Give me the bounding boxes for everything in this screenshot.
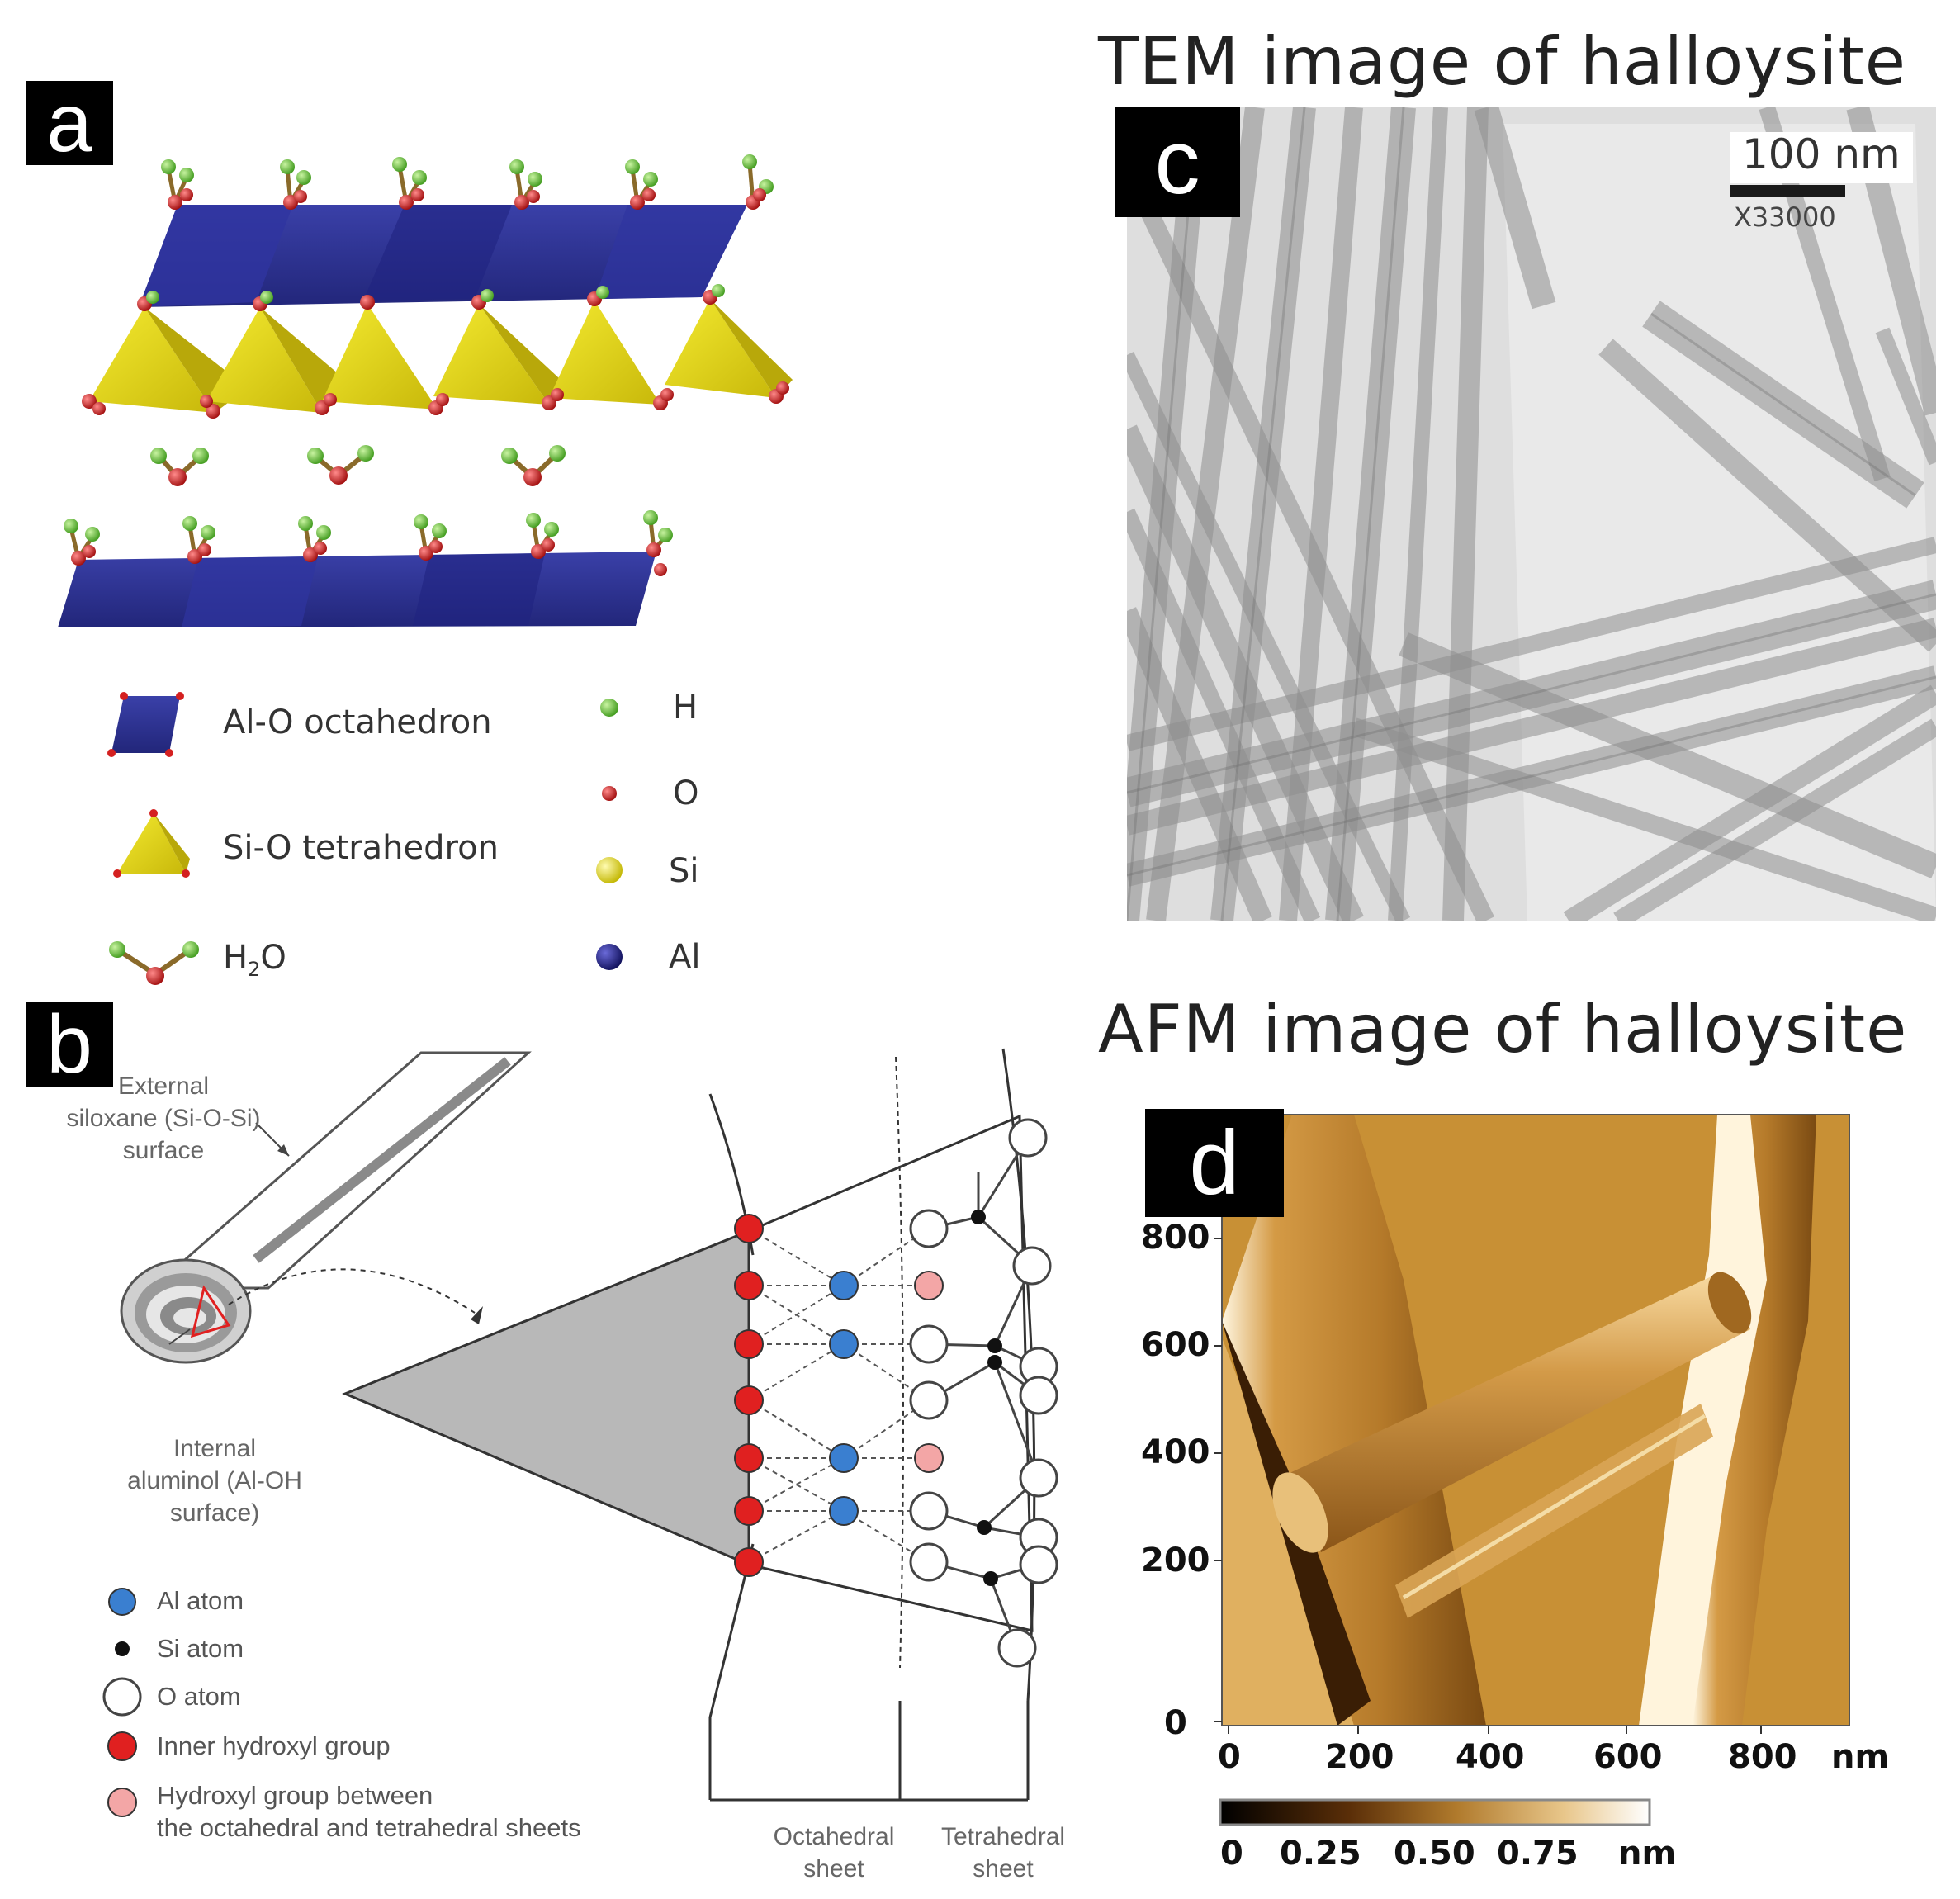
basal-oxygens bbox=[82, 381, 789, 419]
x-tick-400: 400 bbox=[1456, 1738, 1525, 1776]
colorbar-tick-0-75: 0.75 bbox=[1497, 1835, 1579, 1873]
legend-oxygen-icon bbox=[602, 786, 617, 801]
tetrahedral-sheet-label: Tetrahedral sheet bbox=[940, 1823, 1066, 1882]
tem-title: TEM image of halloysite bbox=[1098, 23, 1906, 100]
legend-hydrogen-icon bbox=[600, 699, 618, 717]
lower-octahedral-sheet bbox=[58, 552, 656, 627]
y-tick-600: 600 bbox=[1141, 1326, 1210, 1364]
o-atoms bbox=[909, 1118, 1058, 1668]
interlayer-water bbox=[150, 445, 566, 486]
legend-al-atom-icon bbox=[108, 1588, 136, 1616]
x-tick-800: 800 bbox=[1728, 1738, 1797, 1776]
x-tick-600: 600 bbox=[1593, 1738, 1663, 1776]
y-tick-800: 800 bbox=[1141, 1219, 1210, 1257]
upper-octahedral-sheet bbox=[139, 205, 747, 307]
colorbar-unit: nm bbox=[1618, 1835, 1677, 1873]
si-atoms bbox=[971, 1210, 1002, 1586]
scale-bar bbox=[1730, 185, 1845, 197]
scale-bar-background bbox=[1730, 132, 1913, 183]
legend-al-atom: Al atom bbox=[157, 1586, 244, 1615]
tem-nanotubes bbox=[1127, 107, 1936, 921]
between-sheet-hydroxyl-atoms bbox=[914, 1271, 944, 1473]
legend-o-atom-icon bbox=[102, 1677, 142, 1717]
y-tick-400: 400 bbox=[1141, 1433, 1210, 1471]
panel-d-label: d bbox=[1145, 1109, 1284, 1217]
legend-o-atom: O atom bbox=[157, 1682, 241, 1711]
legend-aluminum-icon bbox=[596, 944, 623, 970]
internal-surface-label: Internal aluminol (Al-OH surface) bbox=[127, 1435, 302, 1527]
x-axis-unit: nm bbox=[1831, 1738, 1890, 1776]
lower-oh-groups bbox=[64, 510, 673, 576]
panel-b-label: b bbox=[26, 1002, 113, 1087]
nanotube-illustration bbox=[120, 1051, 532, 1364]
colorbar-tick-0-25: 0.25 bbox=[1280, 1835, 1361, 1873]
afm-nanotubes bbox=[1222, 1115, 1849, 1726]
legend-inner-hydroxyl: Inner hydroxyl group bbox=[157, 1731, 391, 1760]
y-tick-0: 0 bbox=[1164, 1704, 1187, 1742]
tetrahedral-sheet bbox=[89, 299, 793, 413]
legend-si-atom-icon bbox=[115, 1641, 130, 1656]
upper-oh-groups bbox=[161, 154, 774, 210]
legend-al-o-octahedron: Al-O octahedron bbox=[223, 703, 492, 741]
octahedral-sheet-label: Octahedral sheet bbox=[773, 1823, 895, 1882]
legend-si-o-tetrahedron: Si-O tetrahedron bbox=[223, 829, 499, 867]
colorbar-tick-0: 0 bbox=[1220, 1835, 1243, 1873]
external-surface-label: External siloxane (Si-O-Si) surface bbox=[66, 1073, 261, 1164]
colorbar-tick-0-50: 0.50 bbox=[1394, 1835, 1475, 1873]
x-tick-0: 0 bbox=[1218, 1738, 1241, 1776]
inner-hydroxyl-atoms bbox=[734, 1214, 764, 1577]
scale-bar-label: 100 nm bbox=[1742, 130, 1901, 178]
apical-atoms bbox=[137, 284, 725, 311]
legend-h: H bbox=[673, 689, 698, 727]
legend-inner-hydroxyl-icon bbox=[107, 1731, 137, 1761]
legend-tetrahedron-icon bbox=[113, 809, 190, 878]
al-atoms bbox=[829, 1271, 859, 1526]
legend-octahedron-icon bbox=[107, 692, 184, 757]
afm-axis-ticks bbox=[1214, 1238, 1762, 1734]
panel-a-label: a bbox=[26, 81, 113, 165]
legend-si-atom: Si atom bbox=[157, 1634, 244, 1663]
x-tick-200: 200 bbox=[1325, 1738, 1394, 1776]
legend-si: Si bbox=[669, 852, 699, 890]
legend-between-hydroxyl-icon bbox=[107, 1788, 137, 1817]
panel-c-label: c bbox=[1115, 107, 1240, 217]
legend-between-hydroxyl: Hydroxyl group between the octahedral an… bbox=[157, 1781, 581, 1842]
afm-colorbar bbox=[1219, 1798, 1651, 1826]
legend-silicon-icon bbox=[596, 857, 623, 883]
afm-title: AFM image of halloysite bbox=[1098, 991, 1908, 1068]
y-tick-200: 200 bbox=[1141, 1541, 1210, 1579]
legend-o: O bbox=[673, 774, 699, 812]
magnification-label: X33000 bbox=[1734, 201, 1836, 233]
legend-al: Al bbox=[669, 938, 701, 976]
legend-water-icon bbox=[109, 941, 199, 985]
legend-h2o: H2O bbox=[223, 939, 286, 981]
